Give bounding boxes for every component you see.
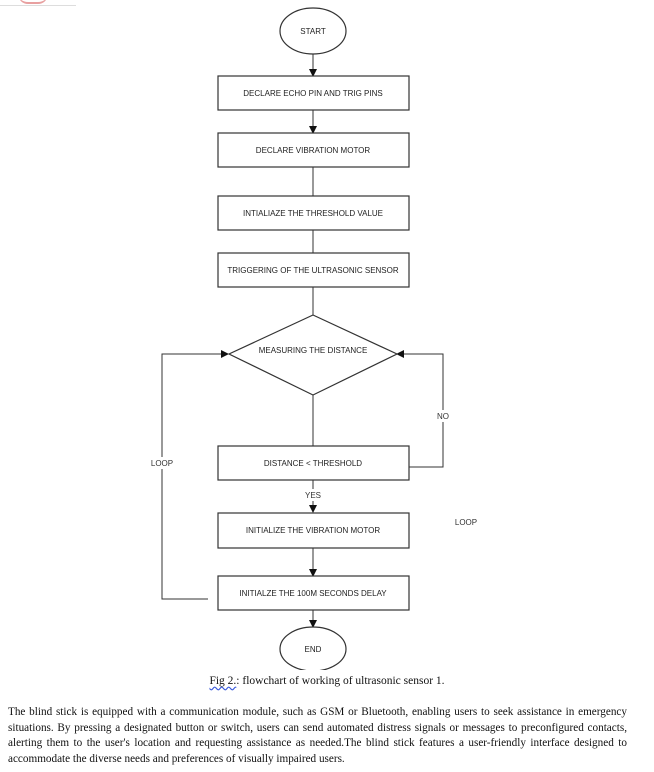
edge-label-loop-right: LOOP [455,518,477,527]
edge-label-yes: YES [305,491,321,500]
yes-label-bg [303,489,323,501]
node-init-motor-label: INITIALIZE THE VIBRATION MOTOR [246,526,380,535]
node-measure-distance-label: MEASURING THE DISTANCE [259,346,368,355]
node-init-threshold-label: INTIALIAZE THE THRESHOLD VALUE [243,209,383,218]
node-init-motor: INITIALIZE THE VIBRATION MOTOR [217,512,410,549]
edge-loop-back [161,350,229,600]
node-trigger-sensor: TRIGGERING OF THE ULTRASONIC SENSOR [217,252,410,288]
header-arc-decoration [18,0,48,4]
node-declare-motor-label: DECLARE VIBRATION MOTOR [256,146,371,155]
node-init-delay-label: INITIALZE THE 100M SECONDS DELAY [239,589,387,598]
node-start: START [279,7,347,55]
node-declare-motor: DECLARE VIBRATION MOTOR [217,132,410,168]
page-header-mark [0,0,76,6]
figure-caption-text: : flowchart of working of ultrasonic sen… [236,675,445,687]
node-init-delay: INITIALZE THE 100M SECONDS DELAY [217,575,410,611]
edge-label-loop-left: LOOP [151,459,173,468]
connectors [161,54,444,628]
node-start-label: START [300,27,326,36]
loop-left-label-bg [150,457,174,469]
node-measure-distance: MEASURING THE DISTANCE [227,314,399,396]
node-end: END [279,626,347,670]
node-compare-label: DISTANCE < THRESHOLD [264,459,362,468]
figure-caption: Fig 2.: flowchart of working of ultrason… [0,675,654,687]
node-declare-pins-label: DECLARE ECHO PIN AND TRIG PINS [243,89,382,98]
edge-label-no: NO [437,412,449,421]
node-declare-pins: DECLARE ECHO PIN AND TRIG PINS [217,75,410,111]
figure-number: Fig 2. [209,675,237,687]
node-end-label: END [305,645,322,654]
body-paragraph: The blind stick is equipped with a commu… [8,706,627,765]
no-label-bg [434,410,452,422]
node-compare: DISTANCE < THRESHOLD [217,445,410,481]
node-init-threshold: INTIALIAZE THE THRESHOLD VALUE [217,195,410,231]
node-trigger-sensor-label: TRIGGERING OF THE ULTRASONIC SENSOR [227,266,399,275]
flowchart: START DECLARE ECHO PIN AND TRIG PINS DEC… [150,7,477,670]
